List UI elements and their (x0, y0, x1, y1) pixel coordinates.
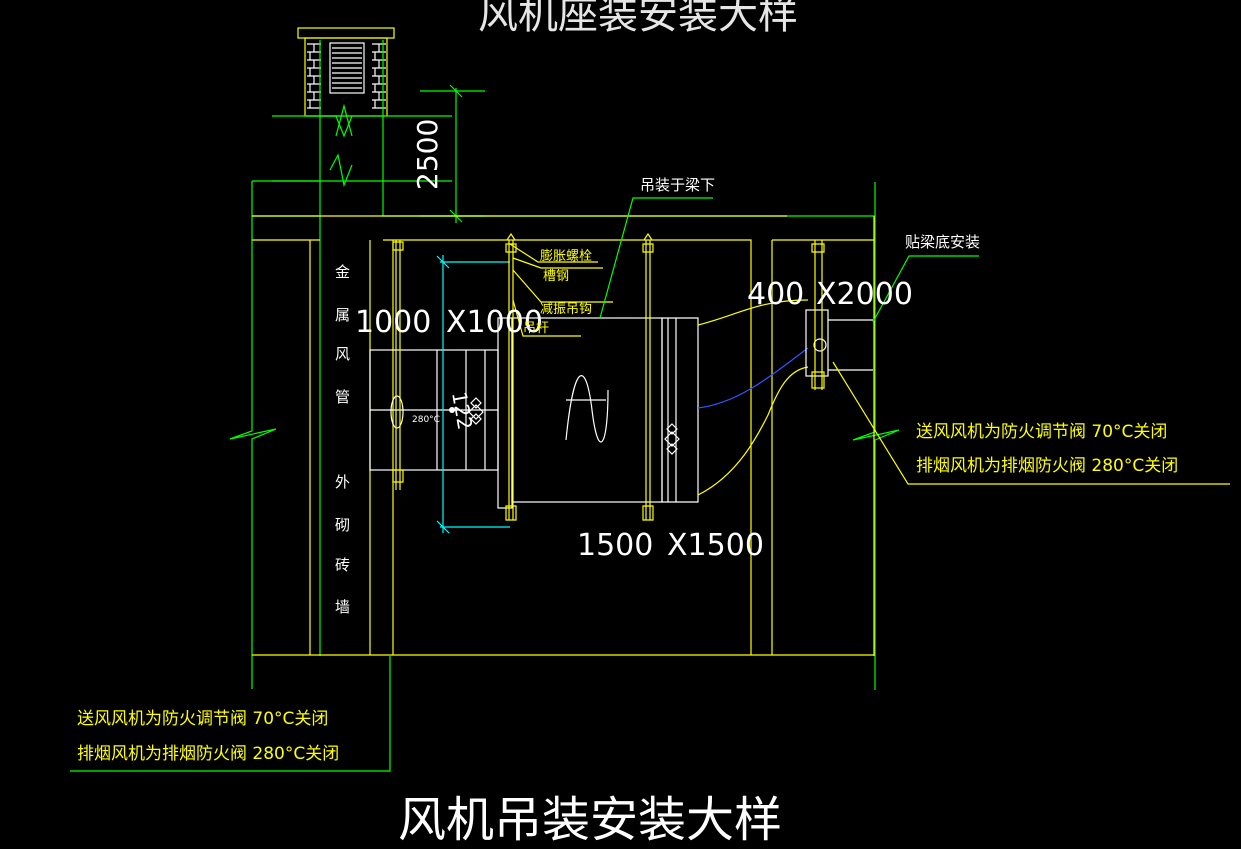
dim-fan-w: 1500 (577, 528, 653, 563)
dim-right-w: 400 (747, 277, 804, 312)
dim-2500-label: 2500 (411, 119, 444, 190)
label-channel-steel: 槽钢 (543, 269, 569, 284)
outer-wall-char-2: 砌 (335, 516, 350, 534)
outer-wall-char-1: 外 (335, 473, 350, 491)
label-expansion-bolt: 膨胀螺栓 (540, 249, 592, 264)
label-hang-beam: 吊装于梁下 (640, 176, 715, 194)
label-vibration-hanger: 减振吊钩 (540, 302, 592, 317)
dim-2500: 2500 (411, 84, 485, 223)
fan-hangers (505, 232, 654, 521)
dim-right-h: X2000 (816, 277, 913, 312)
note-right-1: 送风风机为防火调节阀 70°C关闭 (916, 422, 1167, 442)
metal-duct-char-4: 管 (335, 388, 350, 406)
label-beam-bottom: 贴梁底安装 (905, 233, 980, 251)
title-top: 风机座装安装大样 (478, 0, 798, 38)
outer-wall-char-3: 砖 (335, 556, 350, 574)
outer-wall-char-4: 墙 (335, 598, 350, 616)
room-outline (70, 180, 900, 772)
metal-duct-char-2: 属 (335, 306, 350, 324)
title-bottom: 风机吊装安装大样 (398, 792, 782, 848)
roof-vent-cap (297, 27, 395, 117)
note-left-1: 送风风机为防火调节阀 70°C关闭 (77, 709, 328, 729)
dim-left-h: X1000 (446, 305, 543, 340)
outer-wall-text: 外 砌 砖 墙 (335, 473, 350, 616)
walls (252, 215, 875, 656)
left-duct: 280°C 122 (369, 349, 499, 471)
dim-cyan (436, 255, 510, 534)
diag-122-label: 122 (447, 390, 477, 432)
dim-fan-h: X1500 (667, 528, 764, 563)
note-left-2: 排烟风机为排烟防火阀 280°C关闭 (77, 744, 339, 764)
metal-duct-char-3: 风 (335, 345, 350, 363)
dim-left-w: 1000 (355, 305, 431, 340)
label-hanger-rod: 吊杆 (523, 321, 549, 336)
metal-duct-char-1: 金 (335, 263, 350, 281)
left-hanger (392, 240, 404, 490)
fan-body (497, 317, 699, 509)
transition-duct (697, 240, 873, 496)
temp-280-label: 280°C (412, 415, 440, 425)
metal-duct-text: 金 属 风 管 (335, 263, 350, 406)
annotation-leaders (509, 197, 1230, 485)
note-right-2: 排烟风机为排烟防火阀 280°C关闭 (916, 456, 1178, 476)
